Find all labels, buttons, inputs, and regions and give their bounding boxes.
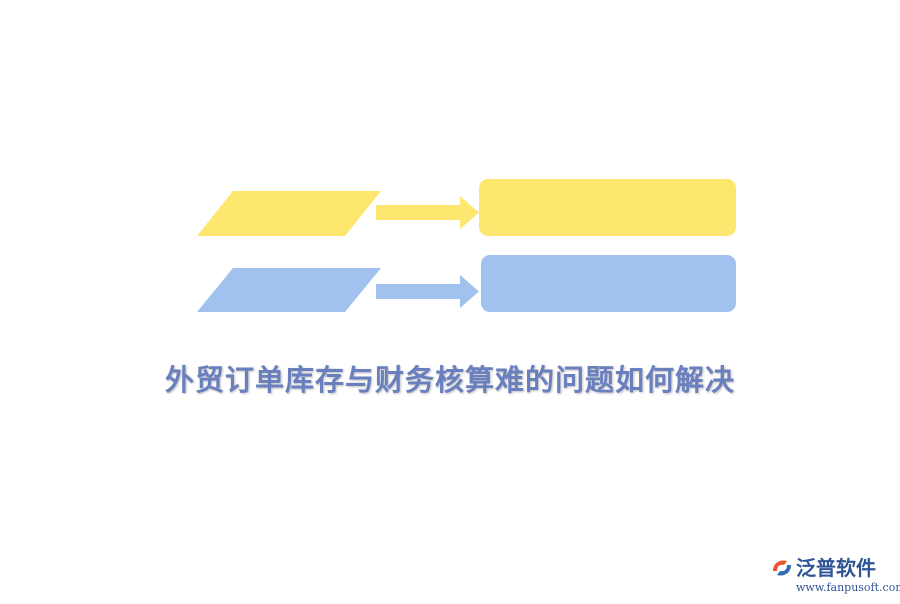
- logo-url: www.fanpusoft.com: [796, 581, 900, 594]
- logo-mark-icon: [773, 560, 791, 576]
- blue-arrow: [376, 275, 479, 308]
- yellow-box: [479, 179, 736, 236]
- blue-box: [481, 255, 736, 312]
- page-title: 外贸订单库存与财务核算难的问题如何解决: [164, 363, 735, 397]
- yellow-parallelogram: [197, 191, 381, 236]
- blue-parallelogram: [197, 268, 381, 312]
- logo-name: 泛普软件: [796, 556, 876, 580]
- yellow-arrow: [376, 196, 479, 229]
- fanpu-logo: 泛普软件 www.fanpusoft.com: [770, 556, 900, 596]
